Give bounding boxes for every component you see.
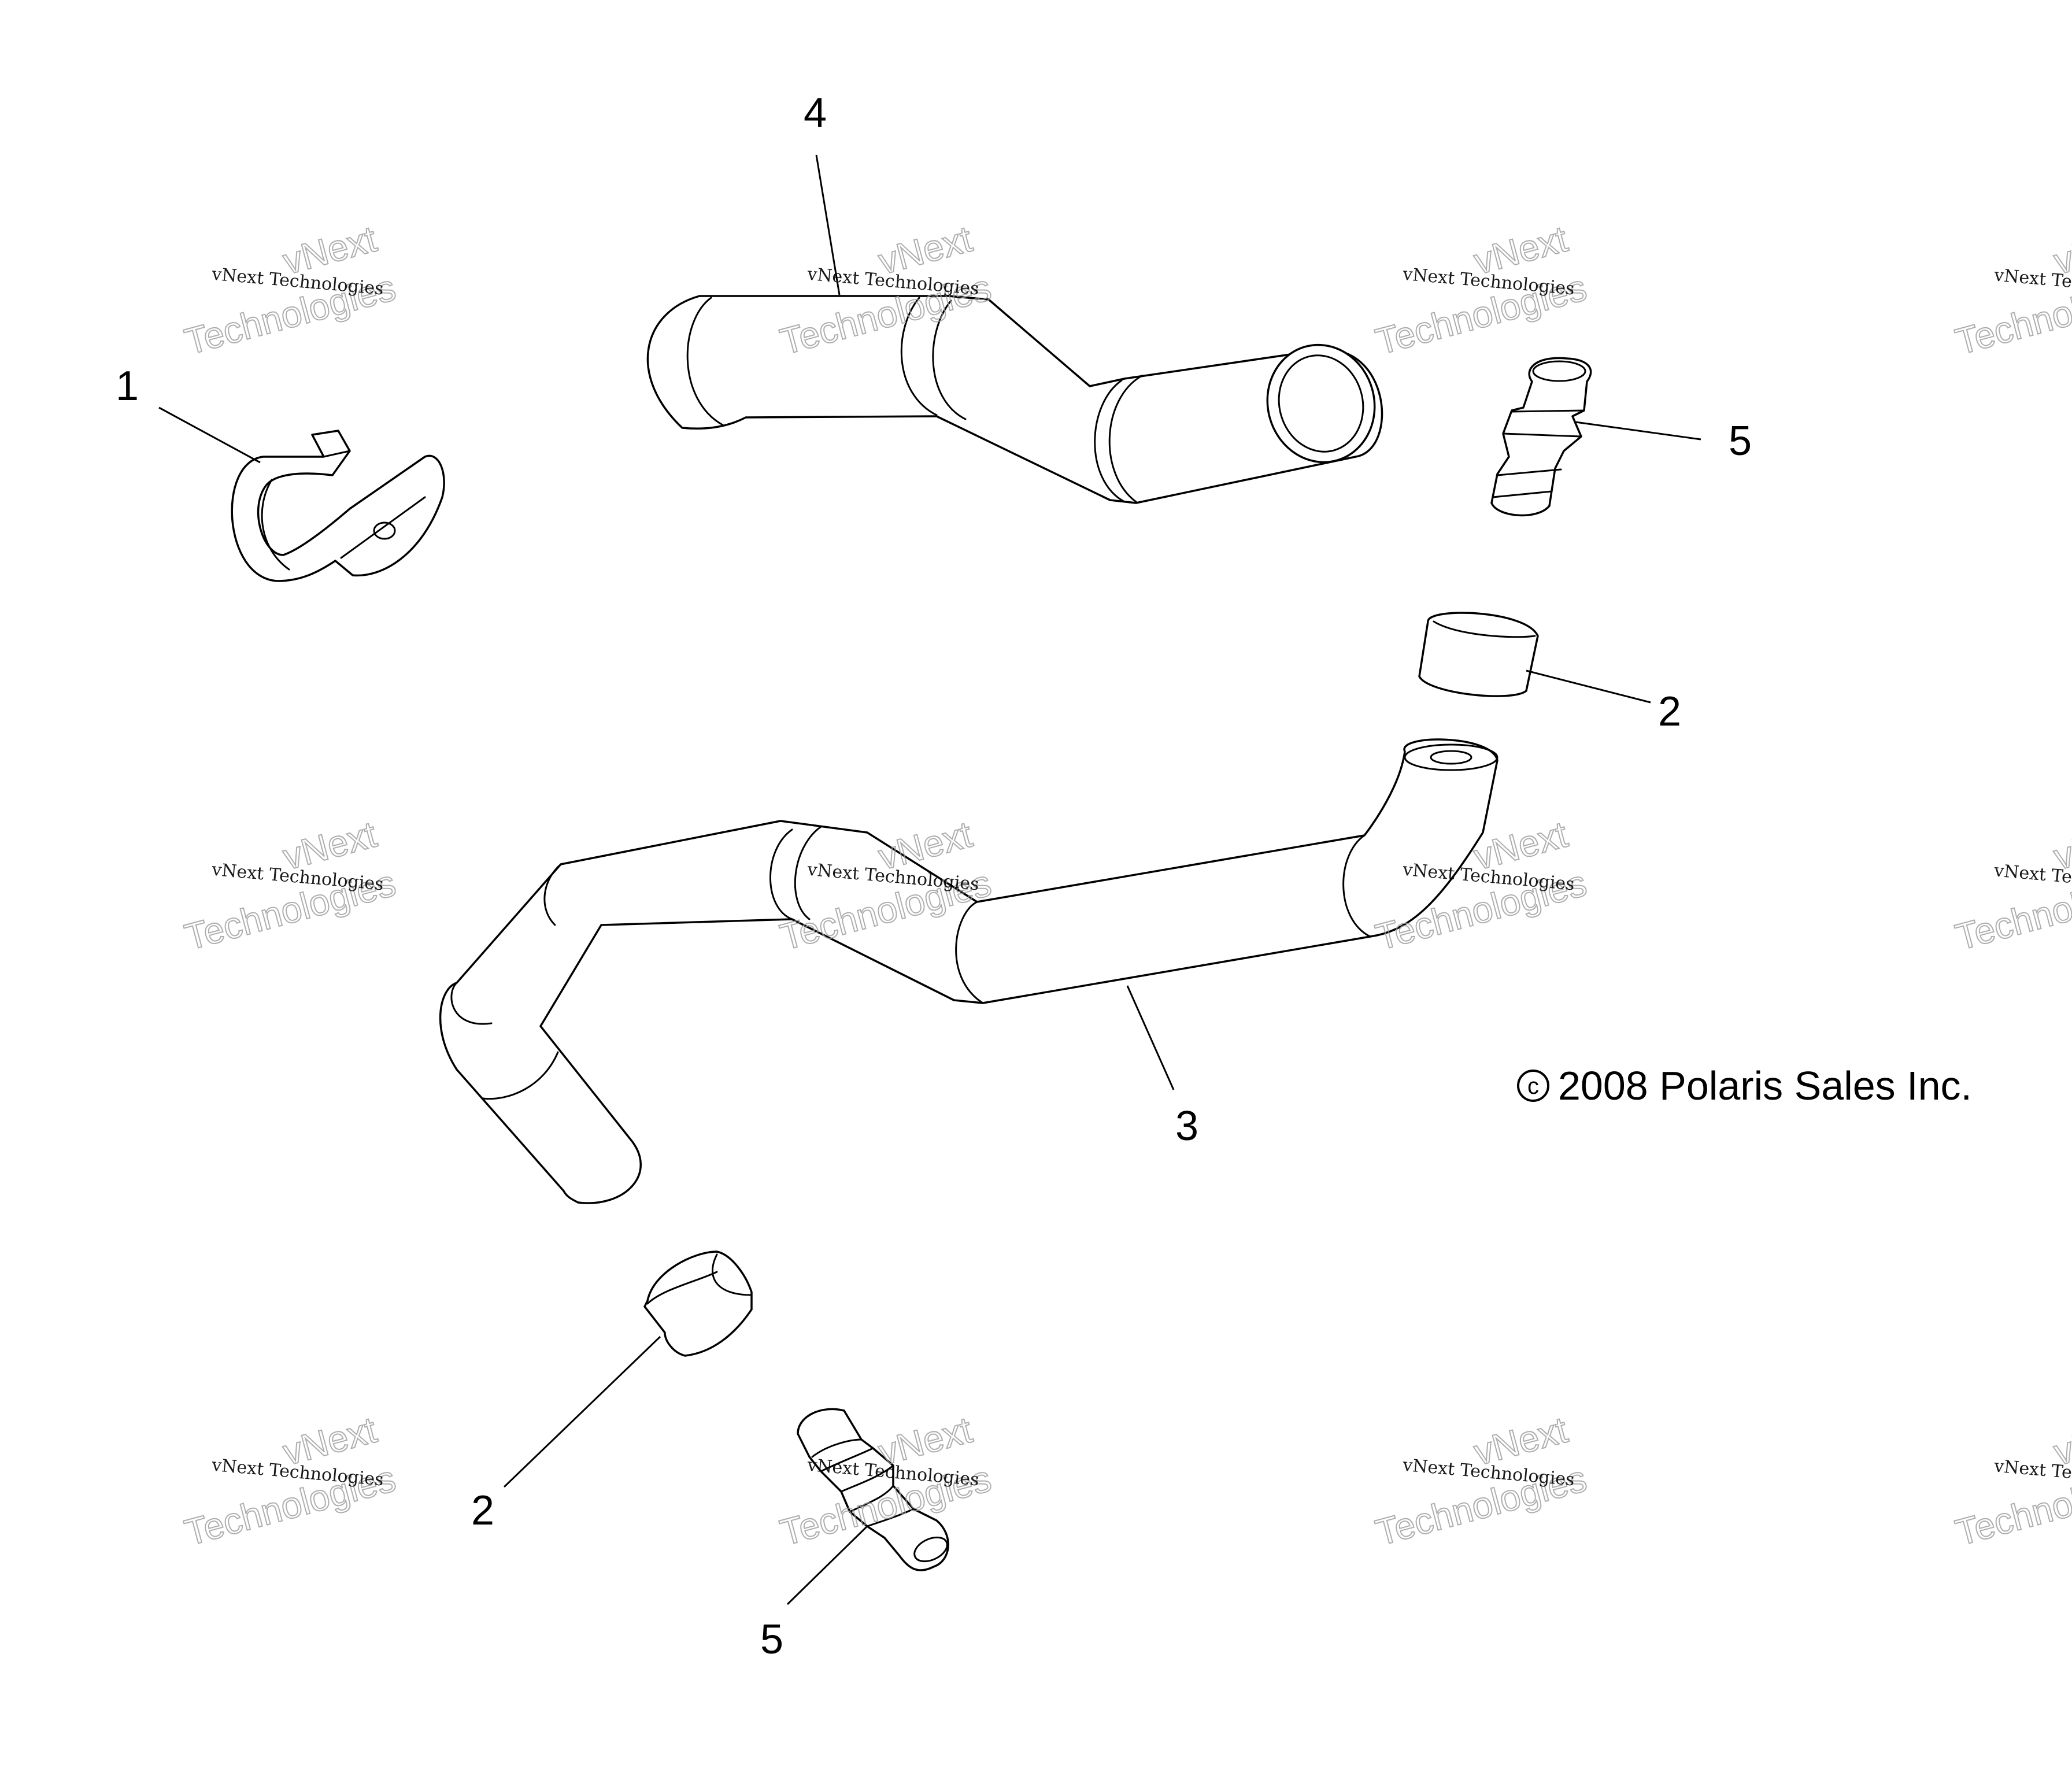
- watermark-9: vNext Technologies vNext Technologies: [1371, 1408, 1591, 1555]
- sleeve-part-2-lower: [643, 1250, 753, 1357]
- watermark-3: vNext Technologies vNext Technologies: [1371, 217, 1591, 364]
- hose-part-4: [646, 295, 1383, 504]
- callout-1: 1: [116, 363, 139, 409]
- callout-5-upper: 5: [1729, 418, 1752, 464]
- sleeve-part-2-upper: [1418, 612, 1539, 697]
- clamp-part-1: [231, 430, 445, 582]
- callout-2-upper: 2: [1658, 689, 1681, 735]
- copyright-symbol-letter: c: [1527, 1074, 1539, 1099]
- fitting-part-5-lower: [797, 1408, 949, 1571]
- watermark-1: vNext Technologies vNext Technologies: [180, 217, 400, 364]
- copyright-notice: c 2008 Polaris Sales Inc.: [1517, 1063, 1972, 1108]
- leader-lines: [158, 154, 1701, 1605]
- copyright-text: 2008 Polaris Sales Inc.: [1558, 1063, 1972, 1108]
- callout-4: 4: [804, 90, 827, 136]
- callout-2-lower: 2: [471, 1488, 494, 1534]
- watermark-4: vNext Technologies vNext Technologies: [180, 813, 400, 959]
- callout-5-lower: 5: [760, 1616, 783, 1663]
- callout-3: 3: [1175, 1103, 1198, 1149]
- hose-part-3: [439, 738, 1498, 1204]
- watermark-11: vNext Technologies vNext Technologies: [1951, 813, 2072, 959]
- copyright-symbol-icon: [1517, 1070, 1549, 1102]
- fitting-part-5-upper: [1490, 357, 1592, 517]
- watermark-12: vNext Technologies vNext Technologies: [1951, 1408, 2072, 1555]
- watermark-10: vNext Technologies vNext Technologies: [1951, 217, 2072, 364]
- watermark-7: vNext Technologies vNext Technologies: [180, 1408, 400, 1555]
